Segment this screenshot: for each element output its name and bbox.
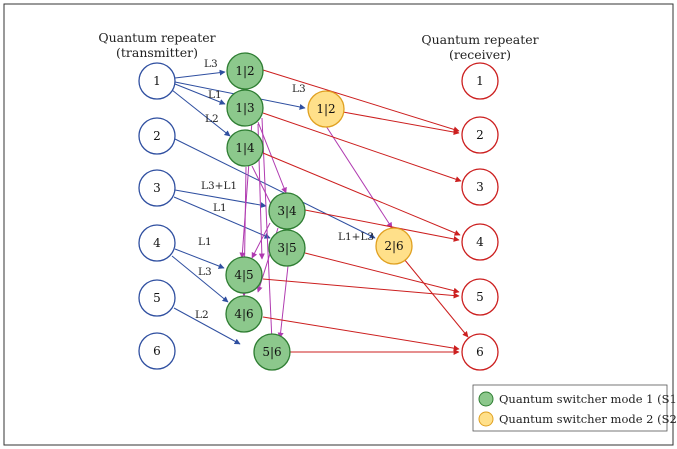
switch-node-label: 1|2 <box>235 64 254 78</box>
receiver-node-label: 2 <box>476 128 484 142</box>
receiver-node <box>461 333 499 371</box>
edge-label: L3 <box>292 83 306 95</box>
link-t3-s34 <box>174 189 267 209</box>
link-s46-r6 <box>262 316 460 352</box>
transmitter-node-label: 4 <box>153 236 161 250</box>
transmitter-header-line2: (transmitter) <box>116 45 198 60</box>
switch-node-label: 5|6 <box>262 345 281 359</box>
link-s35-r5 <box>304 252 460 294</box>
link-s45-r5 <box>262 278 460 299</box>
legend-mode1-label: Quantum switcher mode 1 (S1) <box>499 392 677 406</box>
receiver-node-label: 6 <box>476 345 484 359</box>
transmitter-node-label: 6 <box>153 344 161 358</box>
edge-label: L1 <box>208 89 222 101</box>
receiver-node <box>461 116 499 154</box>
edge-label: L1 <box>198 236 212 248</box>
switch-mode1-node <box>226 52 264 90</box>
edge-label: L3 <box>198 266 212 278</box>
transmitter-node <box>138 62 176 100</box>
link-s12-r2 <box>262 69 460 133</box>
transmitter-node <box>138 117 176 155</box>
legend-mode1-swatch <box>478 391 494 407</box>
switch-mode1-node <box>268 229 306 267</box>
link-t4-s46 <box>171 255 229 303</box>
link-m26-r6 <box>403 258 469 338</box>
switch-mode1-node <box>253 333 291 371</box>
switch-node-label: 1|2 <box>316 102 335 116</box>
switch-mode1-nodes: 1|2 1|3 1|4 3|4 3|5 4|5 4|6 5|6 <box>225 52 306 371</box>
receiver-nodes: 1 2 3 4 5 6 <box>461 62 499 371</box>
link-m12-r2 <box>342 111 460 135</box>
figure-frame <box>3 3 674 446</box>
switch-node-label: 2|6 <box>384 239 403 253</box>
legend: Quantum switcher mode 1 (S1) Quantum swi… <box>472 384 677 432</box>
edge-label: L2 <box>205 113 219 125</box>
receiver-node <box>461 278 499 316</box>
switch-mode2-node <box>307 90 345 128</box>
link-t1-s14 <box>171 89 231 137</box>
switch-mode1-node <box>226 129 264 167</box>
transmitter-nodes: 1 2 3 4 5 6 <box>138 62 176 370</box>
link-s35-s56 <box>277 265 289 339</box>
legend-box <box>472 384 668 432</box>
transmitter-node-label: 2 <box>153 129 161 143</box>
link-s34-s45 <box>251 222 271 259</box>
switch-node-label: 4|5 <box>234 268 253 282</box>
transmitter-node-label: 5 <box>153 291 161 305</box>
transmitter-node-label: 3 <box>153 181 161 195</box>
switch-mode2-node <box>375 227 413 265</box>
link-t5-s56 <box>173 307 241 345</box>
legend-mode2-label: Quantum switcher mode 2 (S2) <box>499 412 677 426</box>
switch-mode1-node <box>225 295 263 333</box>
transmitter-node <box>138 332 176 370</box>
link-t4-s45 <box>174 248 225 269</box>
switch-node-label: 1|3 <box>235 101 254 115</box>
receiver-node-label: 5 <box>476 290 484 304</box>
switch-mode1-node <box>226 89 264 127</box>
legend-mode2-swatch <box>478 411 494 427</box>
receiver-node-label: 4 <box>476 235 484 249</box>
link-s34-r4 <box>304 209 460 242</box>
switch-mode1-node <box>268 192 306 230</box>
switch-node-label: 3|5 <box>277 241 296 255</box>
edge-label: L3 <box>204 58 218 70</box>
link-t1-s12 <box>174 69 226 79</box>
receiver-node-label: 3 <box>476 180 484 194</box>
transmitter-node <box>138 169 176 207</box>
link-s14-r4 <box>262 152 461 236</box>
switch-mode2-nodes: 1|2 2|6 <box>307 90 413 265</box>
transmitter-node <box>138 224 176 262</box>
transmitter-node <box>138 279 176 317</box>
link-t1-s13 <box>174 83 226 105</box>
receiver-node <box>461 168 499 206</box>
edge-labels-layer: L3 L1 L2 L3 L3+L1 L1 L1 L3 L2 L1+L3 <box>195 58 374 321</box>
edge-label: L2 <box>195 309 209 321</box>
link-s13-r3 <box>262 112 462 183</box>
receiver-header-line1: Quantum repeater <box>421 32 538 47</box>
receiver-node-label: 1 <box>476 74 484 88</box>
edge-label: L3+L1 <box>201 180 237 192</box>
link-t3-s35 <box>173 196 271 239</box>
edge-label: L1+L3 <box>338 231 374 243</box>
transmitter-node-label: 1 <box>153 74 161 88</box>
link-m12-m26 <box>325 125 393 229</box>
receiver-node <box>461 62 499 100</box>
link-t2-m26 <box>174 138 376 239</box>
edge-label: L1 <box>213 202 227 214</box>
switch-node-label: 3|4 <box>277 204 297 218</box>
receiver-header-line2: (receiver) <box>449 47 511 62</box>
switch-mode1-node <box>225 256 263 294</box>
switch-node-label: 1|4 <box>235 141 255 155</box>
receiver-node <box>461 223 499 261</box>
transmitter-header-line1: Quantum repeater <box>98 30 215 45</box>
link-s13-s56 <box>261 117 275 343</box>
switch-node-label: 4|6 <box>234 307 253 321</box>
